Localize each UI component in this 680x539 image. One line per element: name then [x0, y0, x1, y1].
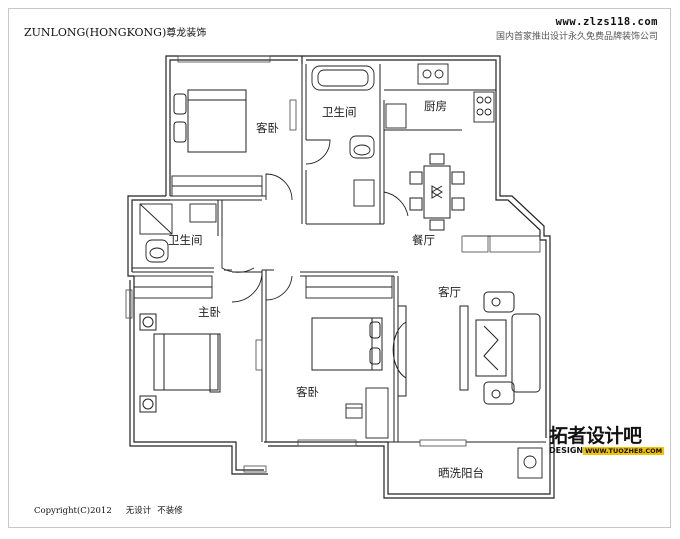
company-slogan: 国内首家推出设计永久免费品牌装饰公司 — [495, 32, 658, 42]
windows — [125, 55, 541, 473]
footer-note-2: 不装修 — [157, 506, 183, 516]
washing-machine — [517, 447, 543, 479]
desk-chair — [345, 403, 363, 419]
brand-name: ZUNLONG(HONGKONG) — [24, 26, 167, 39]
room-label-master-bedroom: 主卧 — [198, 305, 221, 319]
room-label-kitchen: 厨房 — [424, 99, 447, 113]
sofa-set — [392, 291, 541, 405]
beds — [139, 89, 383, 413]
kitchen-fixtures — [385, 63, 495, 129]
room-label-guest-bedroom-top: 客卧 — [256, 121, 279, 135]
room-label-balcony: 晒洗阳台 — [438, 466, 484, 480]
room-label-guest-bedroom-bottom: 客卧 — [296, 385, 319, 399]
door-swings — [221, 139, 409, 303]
drawing-frame — [8, 8, 671, 528]
dining-table — [409, 153, 465, 231]
wardrobes — [133, 175, 393, 439]
bathroom-fixtures — [139, 65, 375, 263]
room-label-living-room: 客厅 — [438, 285, 461, 299]
watermark-design: DESIGN — [549, 446, 584, 455]
watermark-url: WWW.TUOZHE8.COM — [583, 447, 665, 455]
footer: Copyright(C)2012 无设计不装修 — [34, 504, 183, 516]
watermark-main: 拓者设计吧 — [549, 425, 642, 447]
room-label-bathroom-top: 卫生间 — [322, 105, 357, 119]
website-url: www.zlzs118.com — [555, 16, 658, 28]
room-label-bathroom-left: 卫生间 — [168, 233, 203, 247]
copyright-text: Copyright(C)2012 — [34, 506, 112, 516]
footer-note-1: 无设计 — [125, 506, 152, 516]
exterior-walls — [127, 55, 555, 499]
room-label-dining: 餐厅 — [412, 233, 435, 247]
brand-title: ZUNLONG(HONGKONG)尊龙装饰 — [24, 24, 206, 39]
brand-name-cn: 尊龙装饰 — [166, 28, 207, 39]
